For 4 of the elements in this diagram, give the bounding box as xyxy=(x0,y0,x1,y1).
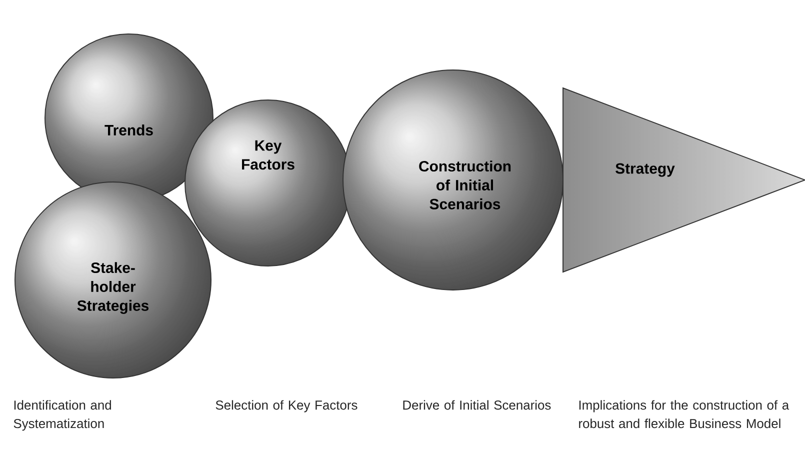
step-description: Implications for the construction of a robust and flexible Business Model xyxy=(579,400,790,428)
step-description: Derive of Initial Scenarios xyxy=(403,400,551,410)
step-description: Identification and Systematization xyxy=(14,400,111,431)
step-description: Selection of Key Factors xyxy=(216,400,358,412)
